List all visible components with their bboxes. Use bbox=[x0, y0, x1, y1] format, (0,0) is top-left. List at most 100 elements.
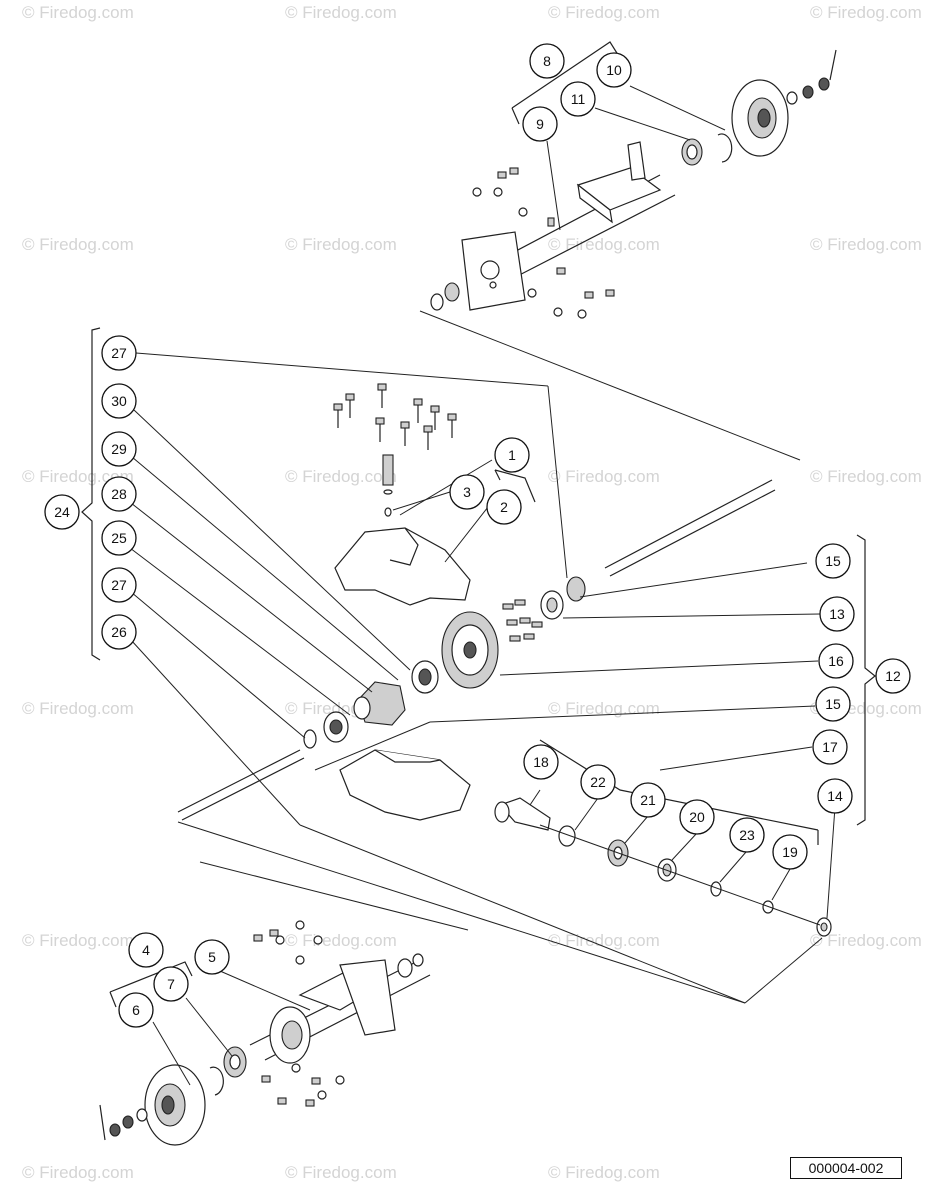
callout-19: 19 bbox=[772, 834, 808, 870]
svg-text:1: 1 bbox=[508, 447, 516, 463]
svg-text:19: 19 bbox=[782, 844, 798, 860]
callout-9: 9 bbox=[522, 106, 558, 142]
callout-26: 26 bbox=[101, 614, 137, 650]
svg-text:25: 25 bbox=[111, 530, 127, 546]
svg-text:15: 15 bbox=[825, 696, 841, 712]
callout-11: 11 bbox=[560, 81, 596, 117]
svg-text:11: 11 bbox=[571, 91, 586, 107]
watermark-text: © Firedog.com bbox=[548, 235, 660, 254]
svg-text:7: 7 bbox=[167, 976, 175, 992]
bolt-set bbox=[253, 920, 345, 1107]
watermark-text: © Firedog.com bbox=[22, 3, 134, 22]
callout-6: 6 bbox=[118, 992, 154, 1028]
callout-27: 27 bbox=[101, 335, 137, 371]
callout-29: 29 bbox=[101, 431, 137, 467]
watermark-text: © Firedog.com bbox=[810, 931, 922, 950]
watermark-text: © Firedog.com bbox=[22, 467, 134, 486]
callout-10: 10 bbox=[596, 52, 632, 88]
svg-text:5: 5 bbox=[208, 949, 216, 965]
callout-22: 22 bbox=[580, 764, 616, 800]
callout-15: 15 bbox=[815, 686, 851, 722]
callout-15: 15 bbox=[815, 543, 851, 579]
svg-text:10: 10 bbox=[606, 62, 622, 78]
bolt-set bbox=[472, 167, 615, 319]
ring-gear-bolts bbox=[502, 599, 543, 642]
housing-bolts bbox=[333, 383, 457, 450]
watermark-text: © Firedog.com bbox=[548, 467, 660, 486]
svg-text:2: 2 bbox=[500, 499, 508, 515]
callout-2: 2 bbox=[486, 489, 522, 525]
callout-14: 14 bbox=[817, 778, 853, 814]
watermark-text: © Firedog.com bbox=[22, 235, 134, 254]
svg-text:27: 27 bbox=[111, 577, 127, 593]
watermark-text: © Firedog.com bbox=[810, 3, 922, 22]
svg-text:28: 28 bbox=[111, 486, 127, 502]
callout-8: 8 bbox=[529, 43, 565, 79]
watermark-text: © Firedog.com bbox=[285, 467, 397, 486]
thrust-washer bbox=[566, 576, 586, 602]
callout-20: 20 bbox=[679, 799, 715, 835]
callout-16: 16 bbox=[818, 643, 854, 679]
watermark-text: © Firedog.com bbox=[285, 931, 397, 950]
callout-4: 4 bbox=[128, 932, 164, 968]
callout-12: 12 bbox=[875, 658, 911, 694]
svg-text:26: 26 bbox=[111, 624, 127, 640]
callout-28: 28 bbox=[101, 476, 137, 512]
watermark-text: © Firedog.com bbox=[22, 1163, 134, 1182]
svg-text:27: 27 bbox=[111, 345, 127, 361]
svg-text:8: 8 bbox=[543, 53, 551, 69]
callout-30: 30 bbox=[101, 383, 137, 419]
housing-lower bbox=[339, 749, 471, 821]
svg-text:12: 12 bbox=[885, 668, 901, 684]
callout-27: 27 bbox=[101, 567, 137, 603]
svg-text:9: 9 bbox=[536, 116, 544, 132]
watermark-text: © Firedog.com bbox=[22, 931, 134, 950]
watermark-text: © Firedog.com bbox=[285, 1163, 397, 1182]
svg-text:30: 30 bbox=[111, 393, 127, 409]
input-shaft bbox=[498, 797, 551, 831]
breather bbox=[382, 454, 394, 486]
svg-text:22: 22 bbox=[590, 774, 606, 790]
leader-lines bbox=[129, 85, 836, 1086]
watermark-text: © Firedog.com bbox=[810, 235, 922, 254]
watermark-text: © Firedog.com bbox=[548, 3, 660, 22]
svg-text:6: 6 bbox=[132, 1002, 140, 1018]
callout-25: 25 bbox=[101, 520, 137, 556]
group-bracket-24 bbox=[81, 327, 101, 661]
svg-text:20: 20 bbox=[689, 809, 705, 825]
differential-assembly bbox=[177, 383, 832, 937]
callout-24: 24 bbox=[44, 494, 80, 530]
group-bracket-12 bbox=[856, 534, 876, 826]
svg-text:21: 21 bbox=[640, 792, 656, 808]
svg-text:23: 23 bbox=[739, 827, 755, 843]
svg-text:16: 16 bbox=[828, 653, 844, 669]
differential-case bbox=[357, 681, 406, 726]
watermark-text: © Firedog.com bbox=[810, 467, 922, 486]
housing-upper bbox=[334, 527, 471, 606]
callout-21: 21 bbox=[630, 782, 666, 818]
callout-13: 13 bbox=[819, 596, 855, 632]
lower-axle-tube-assembly bbox=[99, 821, 746, 1146]
svg-text:4: 4 bbox=[142, 942, 150, 958]
svg-text:17: 17 bbox=[822, 739, 838, 755]
callout-17: 17 bbox=[812, 729, 848, 765]
drawing-number-label: 000004-002 bbox=[790, 1157, 902, 1179]
watermark-text: © Firedog.com bbox=[548, 1163, 660, 1182]
callout-1: 1 bbox=[494, 437, 530, 473]
callout-18: 18 bbox=[523, 744, 559, 780]
svg-text:24: 24 bbox=[54, 504, 70, 520]
svg-text:29: 29 bbox=[111, 441, 127, 457]
svg-text:13: 13 bbox=[829, 606, 845, 622]
watermark-text: © Firedog.com bbox=[22, 699, 134, 718]
svg-text:15: 15 bbox=[825, 553, 841, 569]
svg-text:14: 14 bbox=[827, 788, 843, 804]
callout-5: 5 bbox=[194, 939, 230, 975]
upper-axle-tube-assembly bbox=[419, 41, 837, 461]
callout-7: 7 bbox=[153, 966, 189, 1002]
svg-text:3: 3 bbox=[463, 484, 471, 500]
watermark-text: © Firedog.com bbox=[548, 931, 660, 950]
watermark-text: © Firedog.com bbox=[285, 3, 397, 22]
svg-text:18: 18 bbox=[533, 754, 549, 770]
callout-23: 23 bbox=[729, 817, 765, 853]
